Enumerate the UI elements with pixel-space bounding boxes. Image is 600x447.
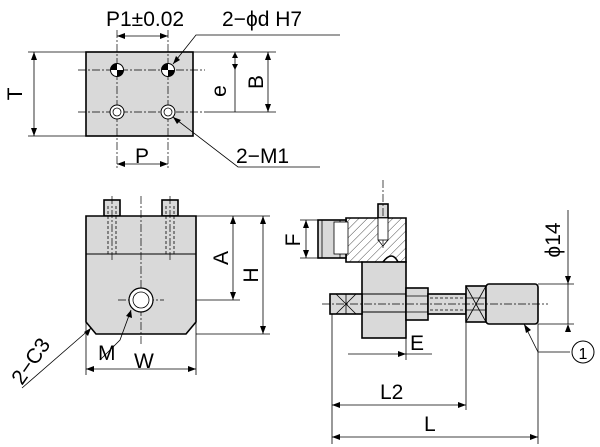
callout-1-circle bbox=[571, 340, 595, 364]
dim-phi14-label: ϕ14 bbox=[542, 222, 565, 257]
dim-l2-label: L2 bbox=[380, 381, 403, 404]
side-thread-hole bbox=[128, 287, 154, 313]
dim-e-label: e bbox=[208, 85, 231, 97]
dim-p-label: P bbox=[135, 145, 149, 168]
side-section-view: F ϕ14 E L2 L 1 bbox=[282, 180, 595, 444]
top-view: P1±0.02 2−ϕd H7 T e B P 2−M1 bbox=[4, 8, 340, 170]
front-view-body bbox=[85, 215, 197, 335]
p1-tolerance-label: P1±0.02 bbox=[106, 8, 184, 31]
pin-hole-label: 2−ϕd H7 bbox=[222, 8, 302, 31]
dim-w-label: W bbox=[134, 350, 154, 373]
callout-1-label: 1 bbox=[579, 346, 588, 363]
chamfer-label: 2−C3 bbox=[7, 334, 55, 389]
dim-a-label: A bbox=[210, 251, 233, 265]
front-view: A H W M 2−C3 bbox=[7, 196, 270, 389]
top-view-body bbox=[85, 51, 194, 137]
dim-b-label: B bbox=[245, 75, 268, 89]
thread-hole-left bbox=[109, 104, 125, 120]
dim-e2-label: E bbox=[410, 332, 424, 355]
dim-l-label: L bbox=[424, 413, 436, 436]
pin-hole-right bbox=[161, 63, 175, 77]
dim-t-label: T bbox=[4, 87, 27, 100]
side-body bbox=[361, 261, 407, 339]
pin-hole-left bbox=[110, 63, 124, 77]
thread-hole-right bbox=[160, 104, 176, 120]
thread-label: 2−M1 bbox=[236, 145, 289, 168]
dim-f-label: F bbox=[282, 234, 305, 247]
dim-m-label: M bbox=[98, 342, 116, 365]
dim-h-label: H bbox=[240, 267, 263, 282]
